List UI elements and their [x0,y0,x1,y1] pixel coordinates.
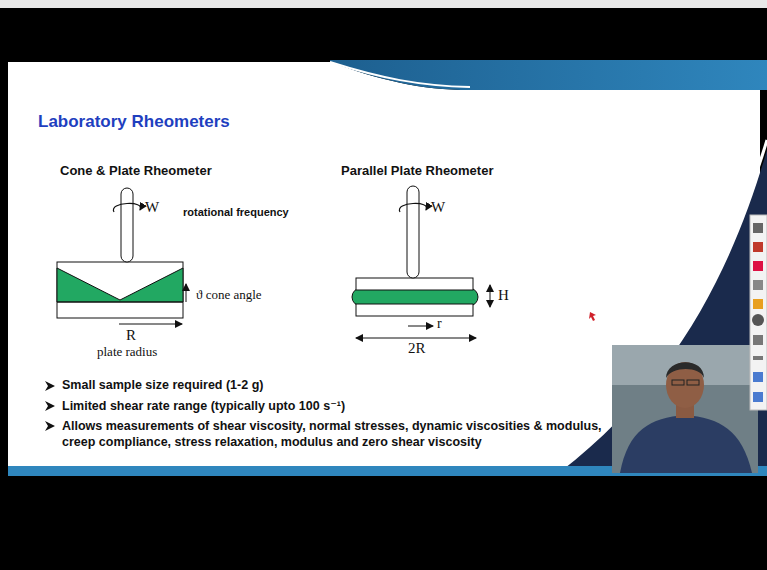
dimension-label: H [498,287,509,304]
dimension-label: ϑ cone angle [196,287,262,303]
rheometer-heading: Cone & Plate Rheometer [60,163,212,178]
bullet-text: Small sample size required (1-2 g) [62,378,263,392]
rheometer-heading: Parallel Plate Rheometer [341,163,493,178]
annotation: rotational frequency [183,206,289,218]
slide-title: Laboratory Rheometers [38,112,230,132]
dimension-label: R [126,327,136,344]
bullet-text: Limited shear rate range (typically upto… [62,398,345,413]
dimension-label: 2R [408,340,426,357]
dimension-label: r [437,316,442,332]
symbol-label: W [431,199,445,216]
symbol-label: W [145,199,159,216]
bullet-text: Allows measurements of shear viscosity, … [62,418,608,450]
annotation: plate radius [97,344,157,360]
